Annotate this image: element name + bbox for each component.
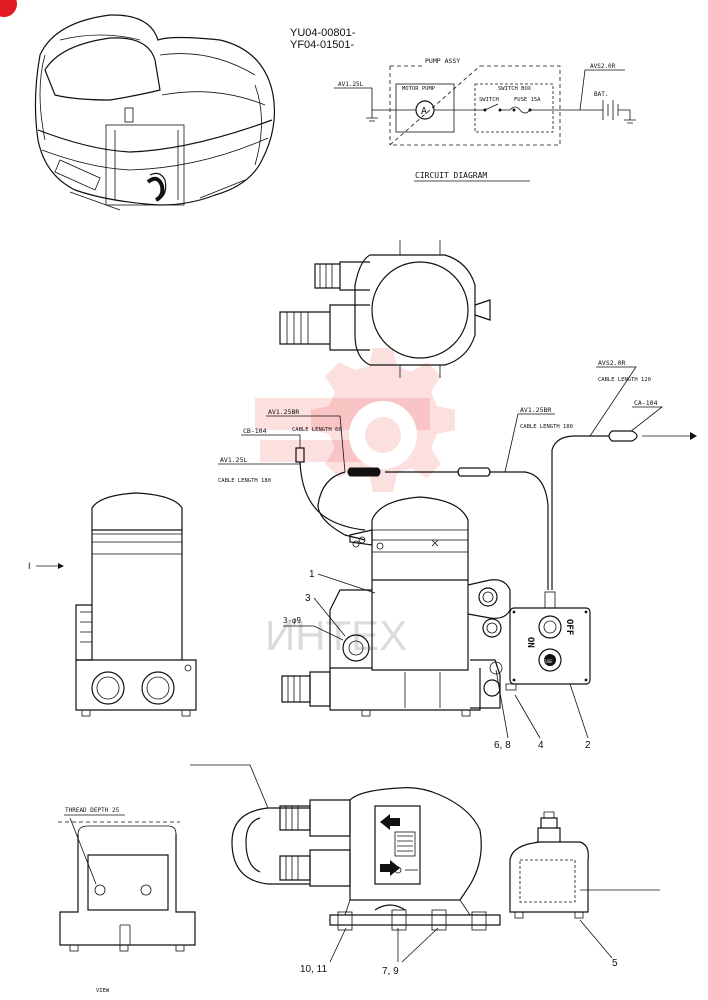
circuit-pump-assy-label: PUMP ASSY <box>425 57 460 65</box>
callout-3: 3 <box>305 593 311 604</box>
boat-illustration <box>34 14 276 211</box>
circuit-diagram: PUMP ASSY MOTOR PUMP A SWITCH BOX SWITCH… <box>334 57 636 182</box>
callout-7-9: 7, 9 <box>382 966 399 977</box>
cable-av125l-label: AV1.25L <box>220 456 247 464</box>
pump-front-view: I <box>28 492 197 717</box>
switch-on-label: ON <box>525 637 535 648</box>
pump-top-view <box>279 240 491 378</box>
watermark-logo: ИНТЕХ <box>255 348 455 659</box>
circuit-wire-right-label: AVS2.0R <box>590 63 616 70</box>
part-number-2: YF04-01501- <box>290 39 355 51</box>
fuse-label: FUSE <box>543 659 553 664</box>
cable-av125br-label: AV1.25BR <box>268 408 299 416</box>
circuit-switch-box-label: SWITCH BOX <box>498 86 532 92</box>
cable-length-60-label: CABLE LENGTH 60 <box>292 427 342 433</box>
callout-2: 2 <box>585 740 591 751</box>
circuit-wire-left-label: AV1.25L <box>338 81 364 88</box>
callout-4: 4 <box>538 740 544 751</box>
view-arrow-label: I <box>28 561 31 571</box>
pump-side-view <box>281 496 511 717</box>
circuit-motor-pump-label: MOTOR PUMP <box>402 86 436 92</box>
circuit-diagram-title: CIRCUIT DIAGRAM <box>415 171 487 180</box>
callout-3-phi9: 3-φ9 <box>283 616 301 625</box>
callout-5: 5 <box>612 958 618 969</box>
motor-symbol-letter: A <box>421 106 427 117</box>
watermark-text: ИНТЕХ <box>265 612 407 659</box>
switch-off-label: OFF <box>564 619 574 635</box>
cable-length-180-left-label: CABLE LENGTH 180 <box>218 478 271 484</box>
cable-length-180-right-label: CABLE LENGTH 180 <box>520 424 573 430</box>
thread-depth-label: THREAD DEPTH 25 <box>65 807 120 814</box>
view-label: VIEW <box>96 988 110 994</box>
bottom-assembly <box>190 764 660 931</box>
cable-harness: AV1.25BR CABLE LENGTH 60 CB-104 AV1.25L … <box>218 359 697 590</box>
fuse-holder <box>538 648 562 672</box>
cable-av125br-right-label: AV1.25BR <box>520 406 551 414</box>
part-number-1: YU04-00801- <box>290 27 356 39</box>
connector-ca104-label: CA-104 <box>634 399 658 407</box>
callouts-side-view: 1 3 3-φ9 6, 8 4 2 <box>283 569 591 751</box>
toggle-switch <box>538 615 562 639</box>
cable-length-120-label: CABLE LENGTH 120 <box>598 377 651 383</box>
callouts-bottom: 10, 11 7, 9 5 <box>300 919 618 977</box>
bottom-view-detail: THREAD DEPTH 25 VIEW <box>58 807 196 994</box>
callout-10-11: 10, 11 <box>300 964 327 975</box>
switch-box: ON OFF FUSE <box>505 591 591 691</box>
cable-avs20r-label: AVS2.0R <box>598 359 625 367</box>
callout-6-8: 6, 8 <box>494 740 511 751</box>
circuit-battery-label: BAT. <box>594 91 608 98</box>
connector-cb104-label: CB-104 <box>243 427 267 435</box>
callout-1: 1 <box>309 569 315 580</box>
circuit-switch-label: SWITCH <box>479 97 499 103</box>
corner-badge <box>0 0 17 17</box>
circuit-fuse-label: FUSE 15A <box>514 97 541 103</box>
